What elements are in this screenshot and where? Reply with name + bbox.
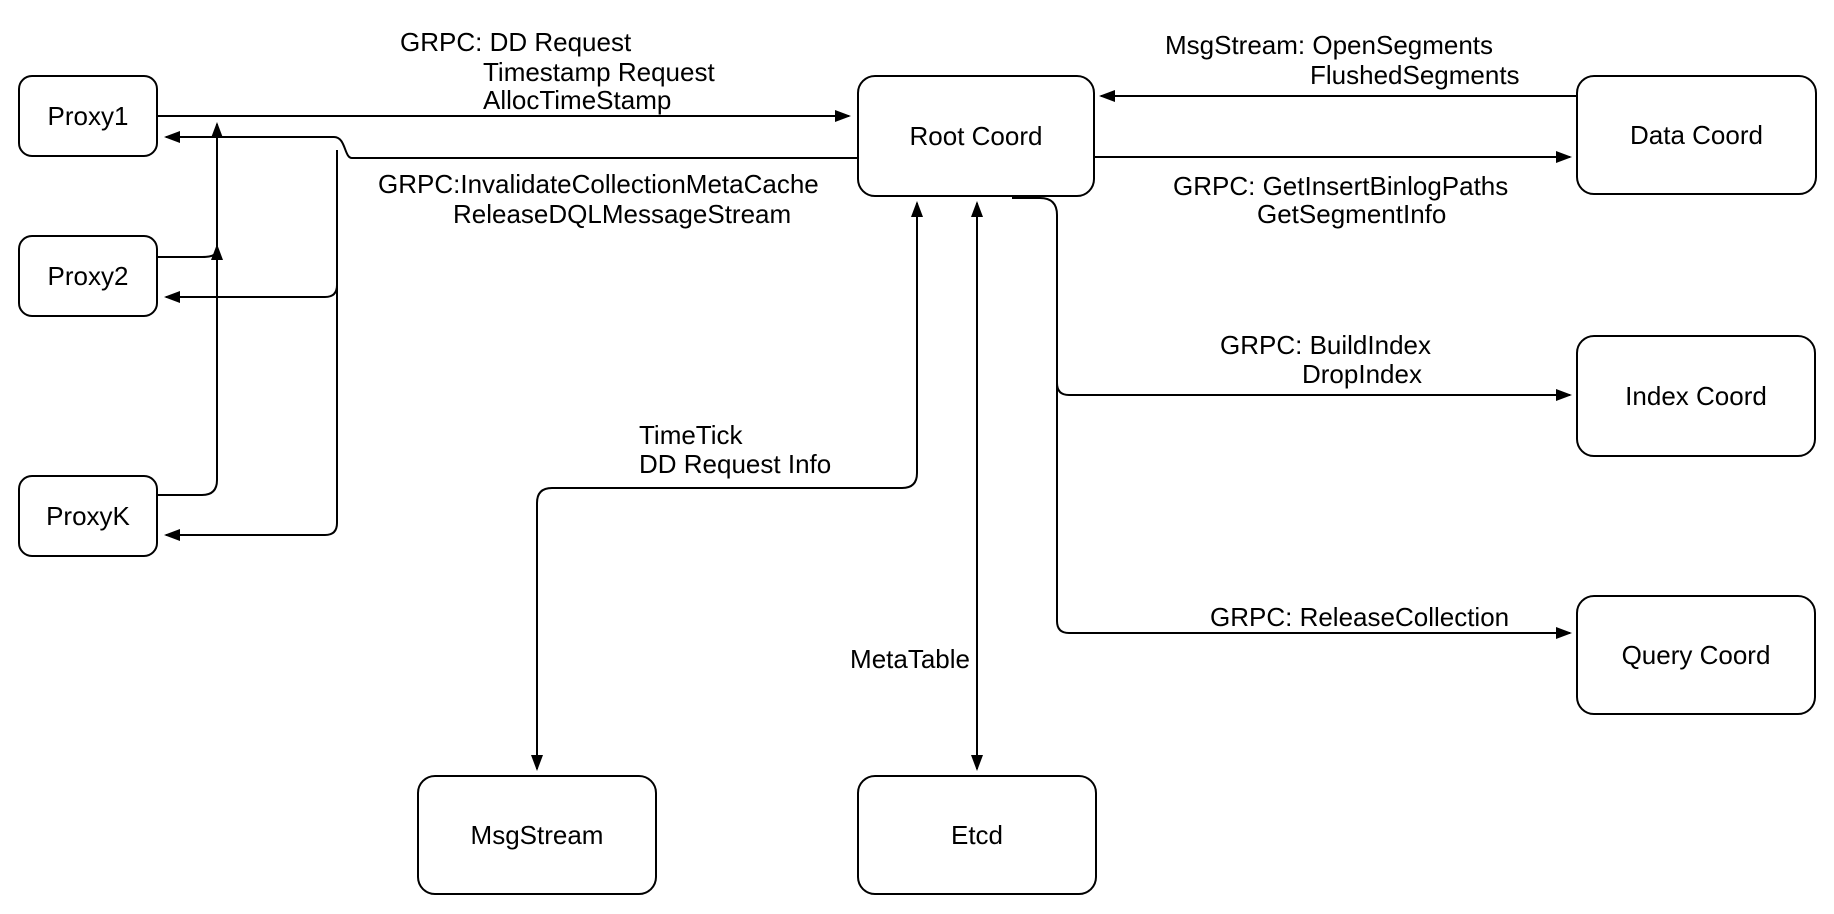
node-data-coord: Data Coord [1576, 75, 1817, 195]
label-root-to-index-line2: DropIndex [1302, 359, 1422, 389]
edge-proxy2-merge-up [158, 244, 223, 260]
edge-rootcoord-to-proxyk [164, 150, 338, 541]
edge-rootcoord-to-msgstream [531, 201, 923, 771]
node-index-coord: Index Coord [1576, 335, 1816, 457]
edge-rootcoord-to-indexcoord [1056, 382, 1572, 401]
node-etcd: Etcd [857, 775, 1097, 895]
label-proxy-to-root-line1: GRPC: DD Request [400, 27, 632, 57]
edge-rootcoord-to-proxy2 [164, 284, 338, 303]
label-root-to-data-line1: GRPC: GetInsertBinlogPaths [1173, 171, 1509, 201]
edge-rootcoord-to-proxy1 [164, 131, 857, 159]
label-data-to-root-line1: MsgStream: OpenSegments [1165, 30, 1494, 60]
label-root-to-proxy-line2: ReleaseDQLMessageStream [453, 199, 792, 229]
label-proxy-to-root-line3: AllocTimeStamp [483, 85, 672, 115]
label-root-to-data-line2: GetSegmentInfo [1257, 199, 1447, 229]
label-data-to-root-line2: FlushedSegments [1310, 60, 1520, 90]
label-root-to-proxy-line1: GRPC:InvalidateCollectionMetaCache [378, 169, 819, 199]
label-root-to-msgstream-line2: DD Request Info [639, 449, 832, 479]
node-query-coord: Query Coord [1576, 595, 1816, 715]
node-proxy1: Proxy1 [18, 75, 158, 157]
node-msgstream: MsgStream [417, 775, 657, 895]
edge-proxyk-merge-up [158, 122, 223, 496]
label-root-to-msgstream-line1: TimeTick [639, 420, 743, 450]
node-root-coord: Root Coord [857, 75, 1095, 197]
edge-rootcoord-to-querycoord [1012, 197, 1572, 639]
node-proxyk: ProxyK [18, 475, 158, 557]
label-root-to-etcd-line1: MetaTable [850, 644, 970, 674]
label-root-to-query-line1: GRPC: ReleaseCollection [1210, 602, 1510, 632]
label-proxy-to-root-line2: Timestamp Request [483, 57, 715, 87]
label-root-to-index-line1: GRPC: BuildIndex [1220, 330, 1431, 360]
node-proxy2: Proxy2 [18, 235, 158, 317]
